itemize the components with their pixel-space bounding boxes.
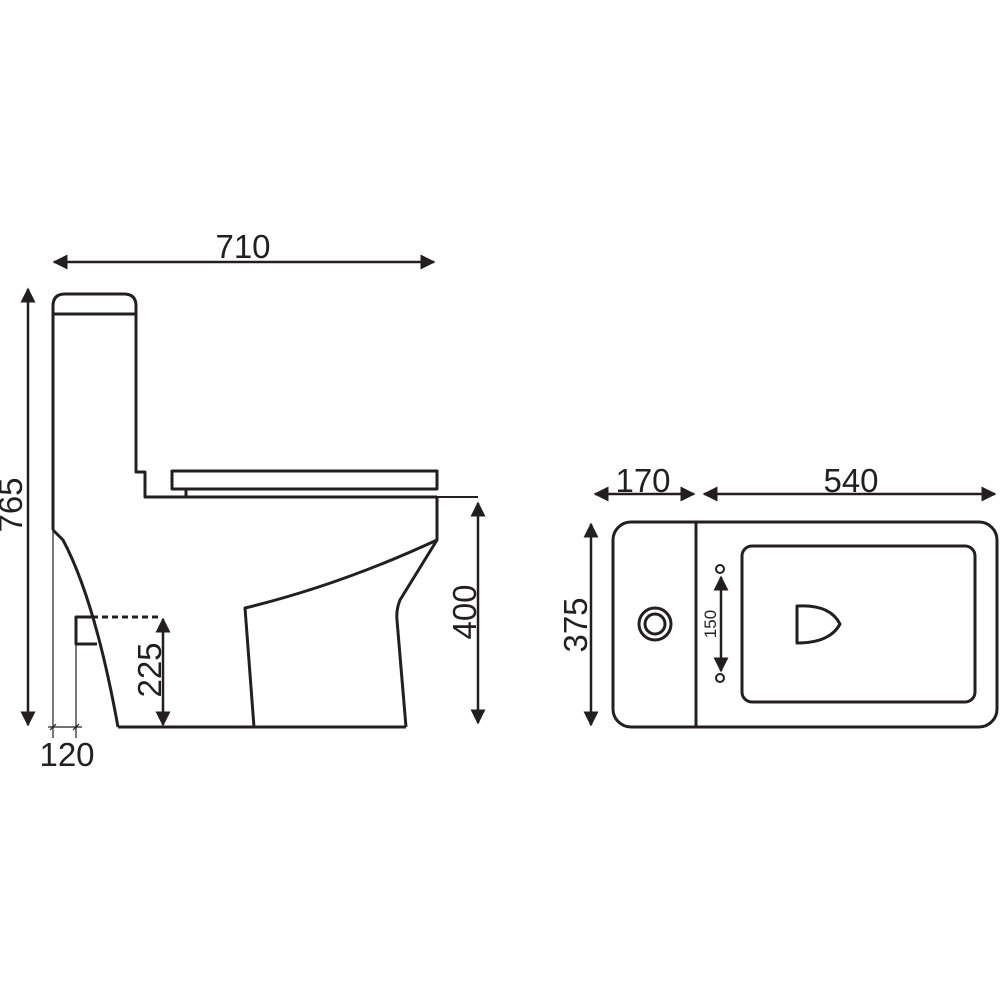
dim-label-765: 765 <box>0 477 29 532</box>
dim-label-375: 375 <box>557 597 594 652</box>
tick <box>49 723 57 731</box>
side-view: 710 765 400 225 120 <box>0 228 486 773</box>
dim-label-540: 540 <box>823 462 878 499</box>
bowl-front <box>395 497 439 728</box>
drain-opening <box>795 604 842 645</box>
dim-label-710: 710 <box>215 228 270 265</box>
seat-ring <box>184 487 437 497</box>
top-view: 150 170 540 375 <box>557 462 999 729</box>
outlet <box>74 615 97 646</box>
flush-button-icon <box>637 606 673 642</box>
dim-label-170: 170 <box>615 462 670 499</box>
dim-label-120: 120 <box>39 736 94 773</box>
mounting-hole <box>715 673 725 683</box>
tick <box>72 723 80 731</box>
tank-outline <box>51 292 437 530</box>
seat-outline <box>740 544 977 704</box>
flush-button-inner <box>643 612 667 636</box>
dim-label-150: 150 <box>701 610 720 638</box>
dim-label-225: 225 <box>131 642 168 697</box>
outer-outline <box>611 520 999 729</box>
bowl-back-curve <box>51 528 120 728</box>
dim-label-400: 400 <box>446 584 483 639</box>
bowl-rim-curve <box>243 538 438 728</box>
mounting-hole <box>715 564 725 574</box>
seat-lid <box>170 469 439 491</box>
